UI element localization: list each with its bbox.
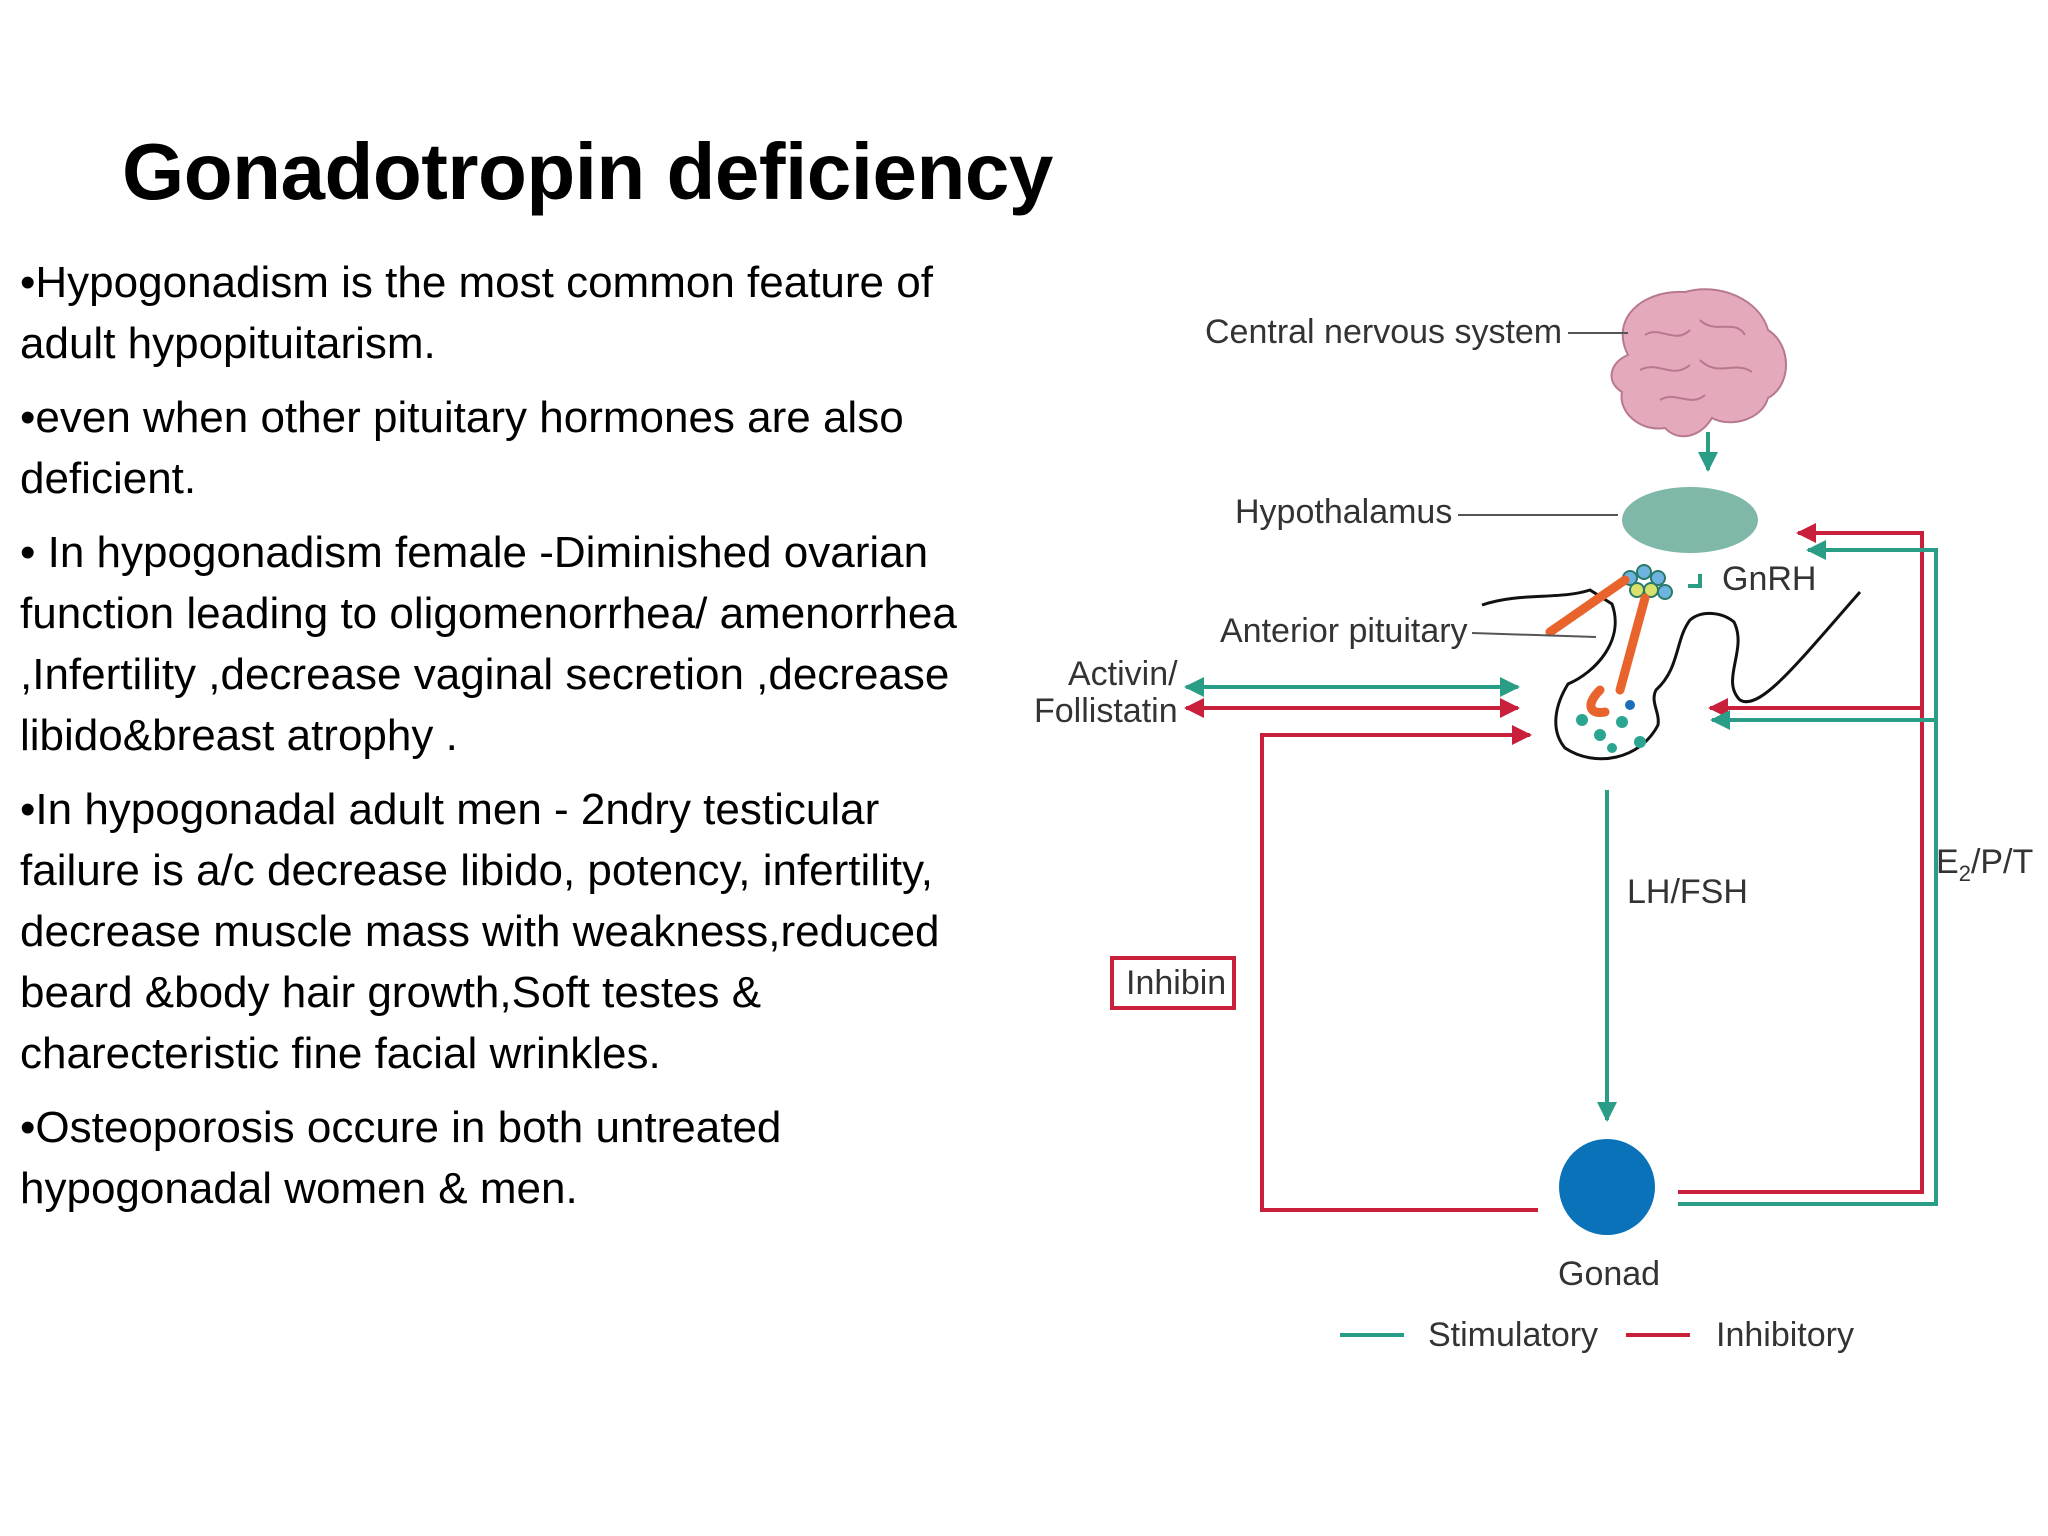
hypothalamus-shape	[1622, 487, 1758, 553]
gonad-shape	[1559, 1139, 1655, 1235]
bullet-item: •Hypogonadism is the most common feature…	[20, 258, 933, 368]
legend: Stimulatory Inhibitory	[1340, 1316, 1854, 1354]
portal-vessels	[1545, 575, 1650, 718]
gnrh-label: GnRH	[1722, 560, 1816, 598]
inhibin-box	[1110, 956, 1236, 1010]
activin-label: Activin/	[1068, 655, 1178, 693]
gonad-label: Gonad	[1558, 1255, 1660, 1293]
pituitary-outline	[1481, 588, 1862, 761]
steroid-stimulatory-feedback-hypothalamus	[1678, 540, 1938, 1206]
cns-label: Central nervous system	[1205, 313, 1562, 351]
bullet-item: • In hypogonadism female -Diminished ova…	[20, 528, 957, 760]
anterior-pituitary-label: Anterior pituitary	[1220, 612, 1468, 650]
bullet-list: •Hypogonadism is the most common feature…	[20, 252, 1010, 1232]
follistatin-label: Follistatin	[1034, 692, 1178, 730]
legend-stimulatory-label: Stimulatory	[1428, 1316, 1598, 1354]
bullet-item: •Osteoporosis occure in both untreated h…	[20, 1103, 782, 1213]
brain-icon	[1610, 288, 1787, 438]
gnrh-arrow	[1688, 574, 1702, 588]
inhibin-feedback-arrow	[1260, 725, 1538, 1212]
lh-fsh-label: LH/FSH	[1627, 873, 1748, 911]
anterior-pituitary-leader-line	[1471, 632, 1597, 638]
e2pt-label: E2/P/T	[1936, 843, 2033, 886]
legend-inhibitory-label: Inhibitory	[1716, 1316, 1854, 1354]
pituitary-cells	[1576, 700, 1646, 753]
bullet-item: •even when other pituitary hormones are …	[20, 393, 904, 503]
hpg-axis-diagram: Central nervous system Hypothalamus GnRH	[1030, 270, 2048, 1380]
slide-title: Gonadotropin deficiency	[122, 127, 1053, 216]
hypothalamus-label: Hypothalamus	[1235, 493, 1452, 531]
bullet-item: •In hypogonadal adult men - 2ndry testic…	[20, 785, 940, 1078]
inhibin-label: Inhibin	[1126, 964, 1226, 1002]
gnrh-neurons-icon	[1622, 564, 1673, 600]
steroid-inhibitory-feedback-hypothalamus	[1678, 523, 1924, 1194]
